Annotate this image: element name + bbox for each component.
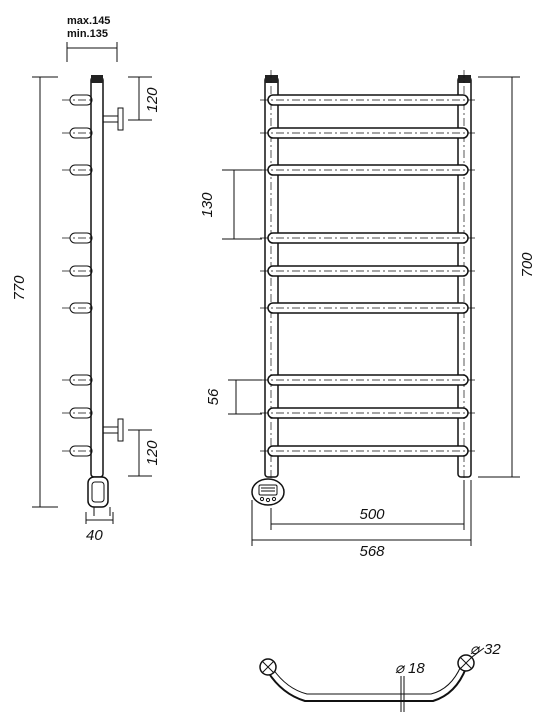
rung-spacing-label: 130	[199, 192, 216, 218]
depth-min-label: min.135	[67, 28, 108, 40]
side-vertical-pipe	[90, 76, 104, 478]
rung-gap-label: 56	[205, 388, 222, 405]
pipe-diameter-symbol: ⌀	[470, 641, 481, 658]
side-wall-mount-top	[103, 107, 124, 131]
top-left-pipe-section	[259, 658, 277, 676]
depth-max-label: max.145	[67, 15, 110, 27]
top-view: ⌀ 32 ⌀ 18	[259, 641, 501, 712]
front-view: 130 56 700 500 568	[199, 70, 536, 560]
rung-diameter-label: 18	[408, 660, 425, 677]
side-rung-stubs	[62, 94, 93, 457]
side-width-label: 40	[86, 527, 103, 544]
front-heater-controller	[251, 478, 285, 506]
side-height-label: 770	[11, 275, 28, 301]
side-wall-mount-bottom	[103, 418, 124, 442]
top-right-pipe-section	[457, 654, 475, 672]
side-bottom-offset-label: 120	[144, 440, 161, 466]
pipe-diameter-label: 32	[484, 641, 501, 658]
side-view: max.145 min.135	[11, 15, 161, 544]
front-height-label: 700	[519, 252, 536, 278]
total-width-label: 568	[359, 543, 385, 560]
rung-diameter-symbol: ⌀	[395, 660, 406, 677]
side-heater	[87, 476, 111, 516]
side-top-offset-label: 120	[144, 87, 161, 113]
front-rungs	[260, 94, 475, 457]
center-distance-label: 500	[359, 506, 385, 523]
